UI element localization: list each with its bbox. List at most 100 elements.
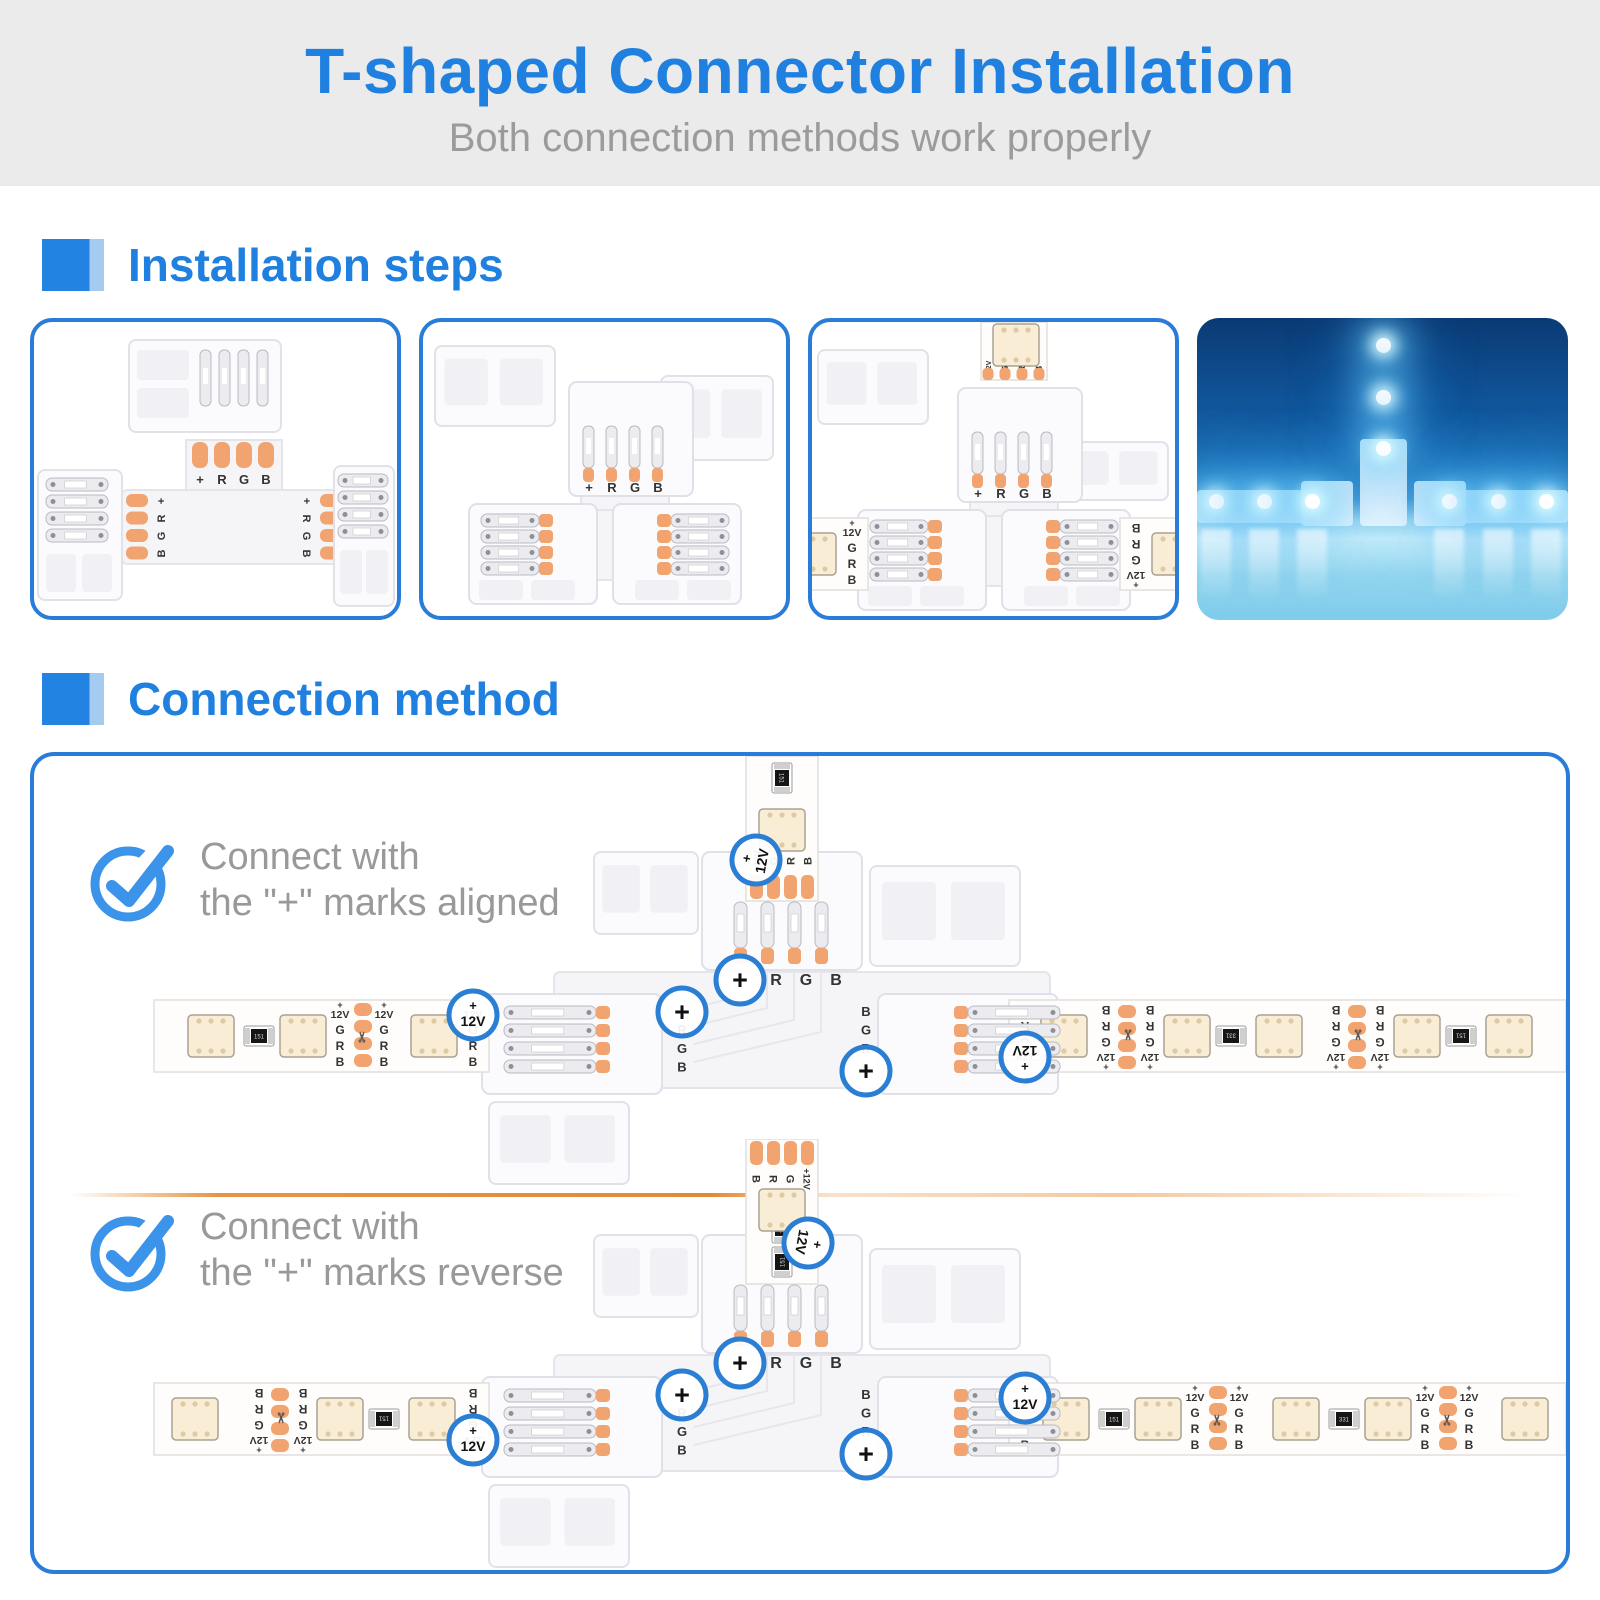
- metal-contact: [337, 507, 389, 522]
- svg-text:G: G: [1420, 1406, 1429, 1420]
- reverse-connection-diagram: 151331+12VGRB+12VGRB151+12VGRB✂+12VGRB+1…: [153, 1139, 1566, 1568]
- led-chip: [1151, 532, 1175, 576]
- led-reflection: [1297, 529, 1327, 602]
- svg-text:12V: 12V: [1186, 1392, 1205, 1404]
- metal-contact: [954, 1424, 1061, 1439]
- svg-text:+: +: [156, 498, 168, 504]
- led-reflection: [1200, 529, 1231, 602]
- resistor: 151: [771, 762, 793, 794]
- resistor: 151: [368, 1408, 400, 1430]
- svg-text:+: +: [300, 1445, 305, 1455]
- svg-text:R: R: [469, 1039, 478, 1053]
- section-marker-icon: [42, 673, 104, 725]
- svg-text:+: +: [381, 1000, 386, 1010]
- led-chip: [812, 532, 837, 576]
- section-installation-steps: Installation steps: [42, 238, 1600, 292]
- svg-text:G: G: [1464, 1406, 1473, 1420]
- svg-text:+: +: [858, 1439, 874, 1469]
- left-clip: [468, 503, 598, 605]
- svg-text:+: +: [585, 480, 593, 495]
- svg-text:B: B: [861, 1387, 870, 1402]
- resistor: 331: [1215, 1025, 1247, 1047]
- led-chip: [408, 1397, 456, 1441]
- resistor: 331: [1328, 1408, 1360, 1430]
- svg-text:✂: ✂: [1209, 1414, 1225, 1426]
- svg-text:G: G: [379, 1023, 388, 1037]
- svg-text:R: R: [996, 486, 1006, 501]
- svg-text:B: B: [803, 857, 815, 865]
- svg-text:+: +: [1021, 1059, 1029, 1074]
- svg-text:12V: 12V: [752, 847, 772, 875]
- glowing-led: [1376, 338, 1392, 354]
- svg-text:+12V: +12V: [802, 1168, 812, 1189]
- twelve-volt-badge: +12V: [998, 1371, 1052, 1425]
- plus-mark-badge: +: [713, 1336, 767, 1390]
- svg-text:+: +: [732, 965, 748, 995]
- svg-text:+: +: [1147, 1062, 1152, 1072]
- svg-text:G: G: [335, 1023, 344, 1037]
- connector-clip: [488, 1484, 630, 1568]
- svg-text:12V: 12V: [294, 1434, 313, 1446]
- metal-contact: [869, 535, 942, 550]
- svg-text:G: G: [861, 1406, 871, 1421]
- right-clip: [612, 503, 742, 605]
- svg-text:G: G: [156, 532, 168, 541]
- twelve-volt-badge: +12V: [446, 988, 500, 1042]
- metal-contact: [954, 1442, 1061, 1457]
- svg-text:B: B: [1145, 1003, 1154, 1017]
- svg-text:+: +: [1103, 1062, 1108, 1072]
- svg-text:331: 331: [1225, 1032, 1236, 1038]
- metal-contact: [337, 473, 389, 488]
- led-chip: [1485, 1014, 1533, 1058]
- metal-contact: [657, 545, 730, 560]
- svg-text:G: G: [300, 532, 312, 541]
- glowing-led: [1208, 493, 1224, 509]
- led-chip: [1501, 1397, 1549, 1441]
- led-chip: [1163, 1014, 1211, 1058]
- svg-text:B: B: [848, 573, 857, 587]
- svg-text:B: B: [261, 472, 270, 487]
- connector-clip: [434, 345, 556, 427]
- resistor: 151: [771, 762, 793, 794]
- metal-contact: [480, 561, 553, 576]
- svg-text:R: R: [1191, 1422, 1200, 1436]
- twelve-volt-badge: +12V: [781, 1216, 835, 1270]
- twelve-volt-badge: +12V: [729, 833, 783, 887]
- svg-text:12V: 12V: [1416, 1392, 1435, 1404]
- svg-text:R: R: [770, 1355, 782, 1372]
- svg-text:B: B: [861, 1004, 870, 1019]
- connector-clip: [869, 865, 1021, 967]
- metal-contact: [503, 1041, 610, 1056]
- page-header: T-shaped Connector Installation Both con…: [0, 0, 1600, 186]
- svg-text:12V: 12V: [1097, 1051, 1116, 1063]
- method-aligned-text: Connect with the "+" marks aligned: [200, 836, 560, 924]
- svg-text:+: +: [858, 1056, 874, 1086]
- glowing-led: [1376, 440, 1392, 456]
- svg-text:G: G: [630, 480, 640, 495]
- metal-contact: [480, 513, 553, 528]
- svg-text:✂: ✂: [1120, 1029, 1136, 1041]
- left-clip: [857, 509, 987, 611]
- plus-mark-badge: +: [655, 1368, 709, 1422]
- section-marker-icon: [42, 239, 104, 291]
- svg-text:12V: 12V: [331, 1009, 350, 1021]
- installation-steps-row: +RGB+RGB+RGB +RGB +RGB+12VGRB+12VGRB+12V…: [30, 318, 1570, 620]
- metal-contact: [1046, 535, 1119, 550]
- svg-text:B: B: [653, 480, 662, 495]
- led-chip: [1393, 1014, 1441, 1058]
- svg-text:R: R: [1331, 1019, 1340, 1033]
- metal-contact: [45, 477, 109, 492]
- svg-text:12V: 12V: [1013, 1396, 1039, 1412]
- svg-text:R: R: [786, 857, 798, 865]
- svg-text:12V: 12V: [843, 527, 862, 539]
- svg-text:B: B: [300, 550, 312, 558]
- svg-text:G: G: [254, 1418, 263, 1432]
- glowing-led: [1256, 493, 1272, 509]
